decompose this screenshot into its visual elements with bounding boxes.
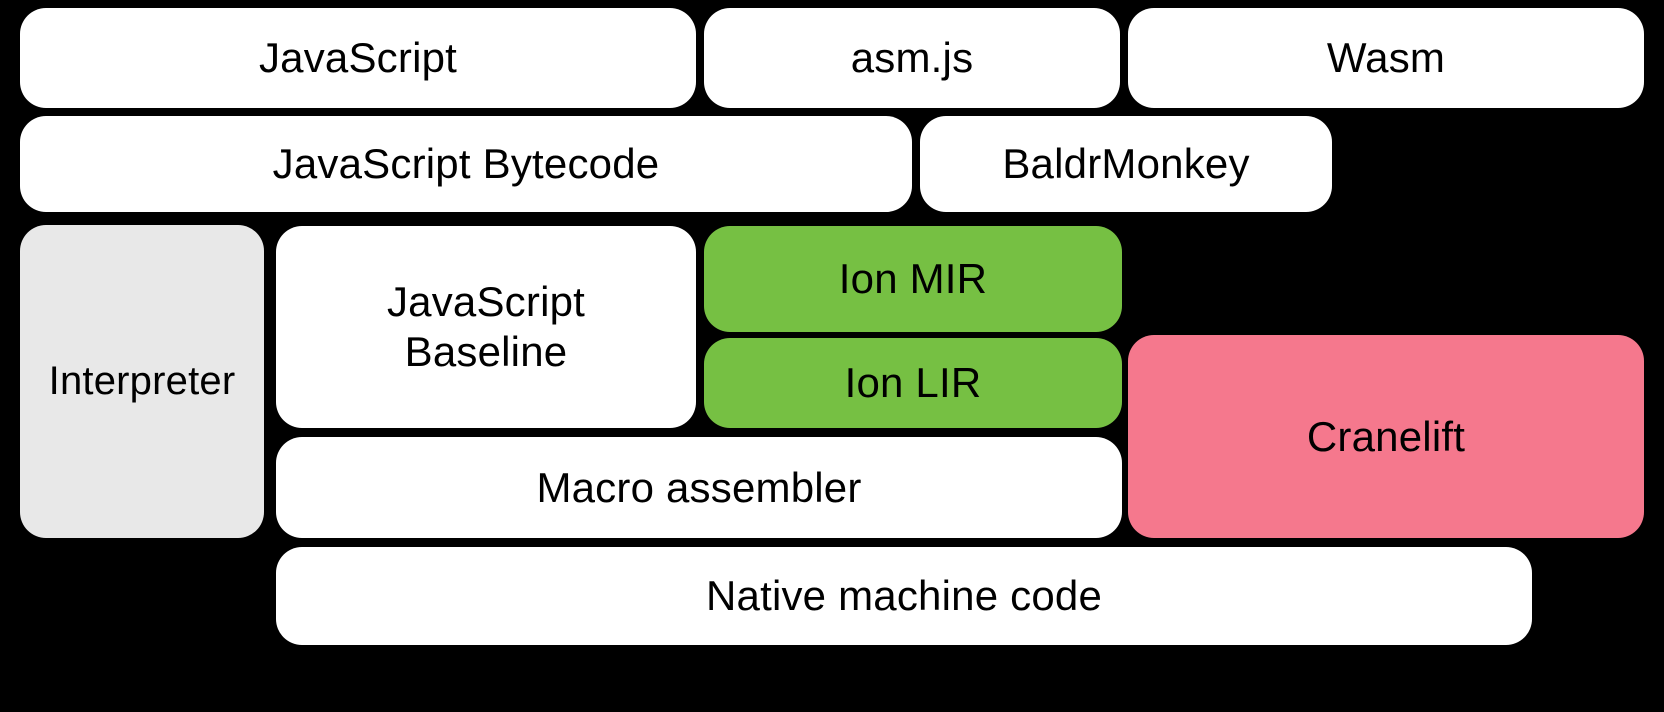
node-javascript-baseline[interactable]: JavaScript Baseline — [276, 226, 696, 428]
node-macro-assembler[interactable]: Macro assembler — [276, 437, 1122, 538]
node-ion-mir[interactable]: Ion MIR — [704, 226, 1122, 332]
node-cranelift[interactable]: Cranelift — [1128, 335, 1644, 538]
node-asmjs[interactable]: asm.js — [704, 8, 1120, 108]
node-baldrmonkey[interactable]: BaldrMonkey — [920, 116, 1332, 212]
node-interpreter[interactable]: Interpreter — [20, 225, 264, 538]
node-wasm[interactable]: Wasm — [1128, 8, 1644, 108]
node-javascript-bytecode[interactable]: JavaScript Bytecode — [20, 116, 912, 212]
node-native-machine-code[interactable]: Native machine code — [276, 547, 1532, 645]
node-javascript[interactable]: JavaScript — [20, 8, 696, 108]
node-ion-lir[interactable]: Ion LIR — [704, 338, 1122, 428]
